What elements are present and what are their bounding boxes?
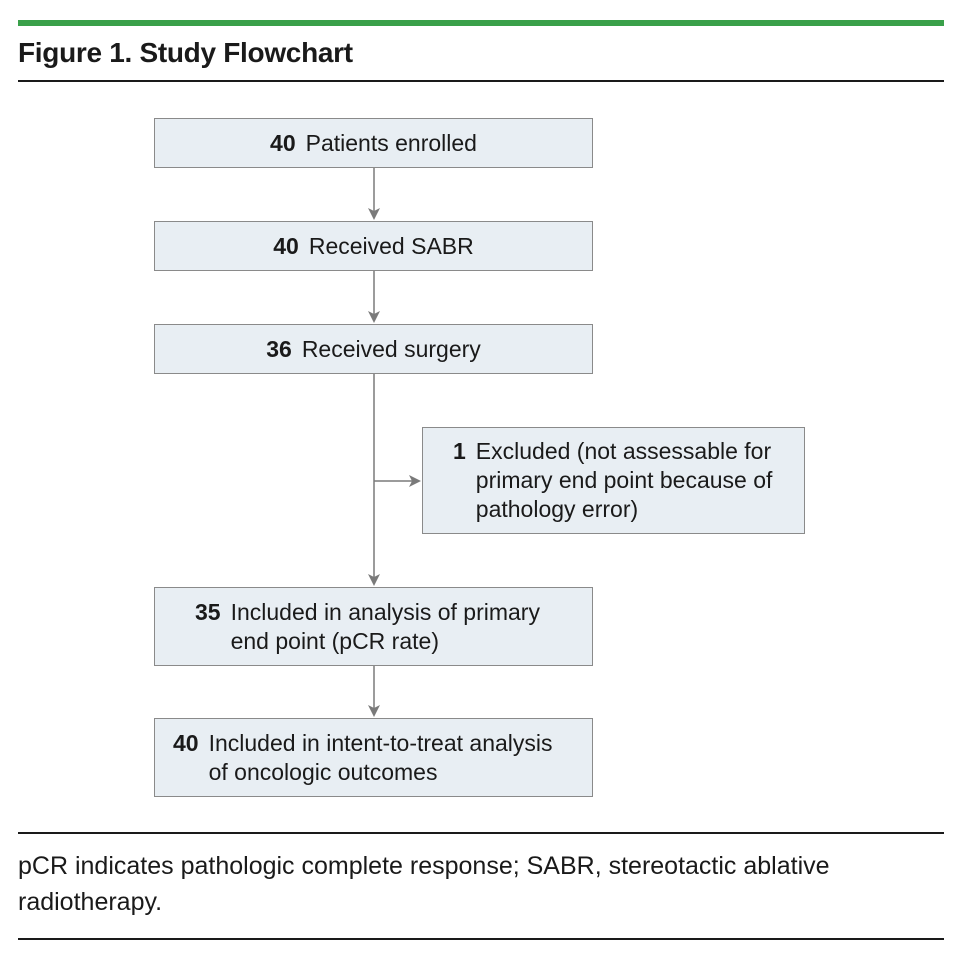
- box-label-line: pathology error): [475, 496, 639, 522]
- box-count: 35: [195, 598, 221, 625]
- box-primary-analysis: 35 Included in analysis of primary end p…: [154, 587, 593, 666]
- box-label: Included in analysis of primary end poin…: [231, 598, 540, 656]
- box-label: Received surgery: [301, 335, 481, 362]
- box-label-line: Included in analysis of primary: [230, 598, 540, 625]
- box-count: 40: [173, 729, 199, 756]
- box-label-line: end point (pCR rate): [230, 627, 439, 654]
- box-label-line: of oncologic outcomes: [208, 758, 438, 785]
- box-received-sabr: 40 Received SABR: [154, 221, 593, 271]
- box-itt-analysis: 40 Included in intent-to-treat analysis …: [154, 718, 593, 797]
- box-count: 40: [273, 232, 299, 259]
- box-label-line: Excluded (not assessable for: [475, 438, 772, 464]
- box-label: Received SABR: [308, 232, 474, 259]
- title-rule: [18, 80, 944, 82]
- box-received-surgery: 36 Received surgery: [154, 324, 593, 374]
- box-label: Excluded (not assessable for primary end…: [476, 437, 773, 524]
- footnote-line: pCR indicates pathologic complete respon…: [18, 852, 830, 880]
- box-count: 40: [270, 129, 296, 156]
- footnote-line: radiotherapy.: [18, 888, 163, 916]
- box-label: Patients enrolled: [305, 129, 477, 156]
- footnote-rule-bottom: [18, 938, 944, 940]
- box-label: Included in intent-to-treat analysis of …: [209, 729, 553, 787]
- figure-footnote: pCR indicates pathologic complete respon…: [18, 848, 928, 920]
- box-excluded: 1 Excluded (not assessable for primary e…: [422, 427, 805, 534]
- box-label-line: primary end point because of: [475, 467, 773, 493]
- accent-bar: [18, 20, 944, 26]
- box-label-line: Included in intent-to-treat analysis: [208, 729, 553, 756]
- box-count: 36: [266, 335, 292, 362]
- figure-title: Figure 1. Study Flowchart: [18, 37, 353, 68]
- box-count: 1: [453, 438, 466, 464]
- box-patients-enrolled: 40 Patients enrolled: [154, 118, 593, 168]
- footnote-rule-top: [18, 832, 944, 834]
